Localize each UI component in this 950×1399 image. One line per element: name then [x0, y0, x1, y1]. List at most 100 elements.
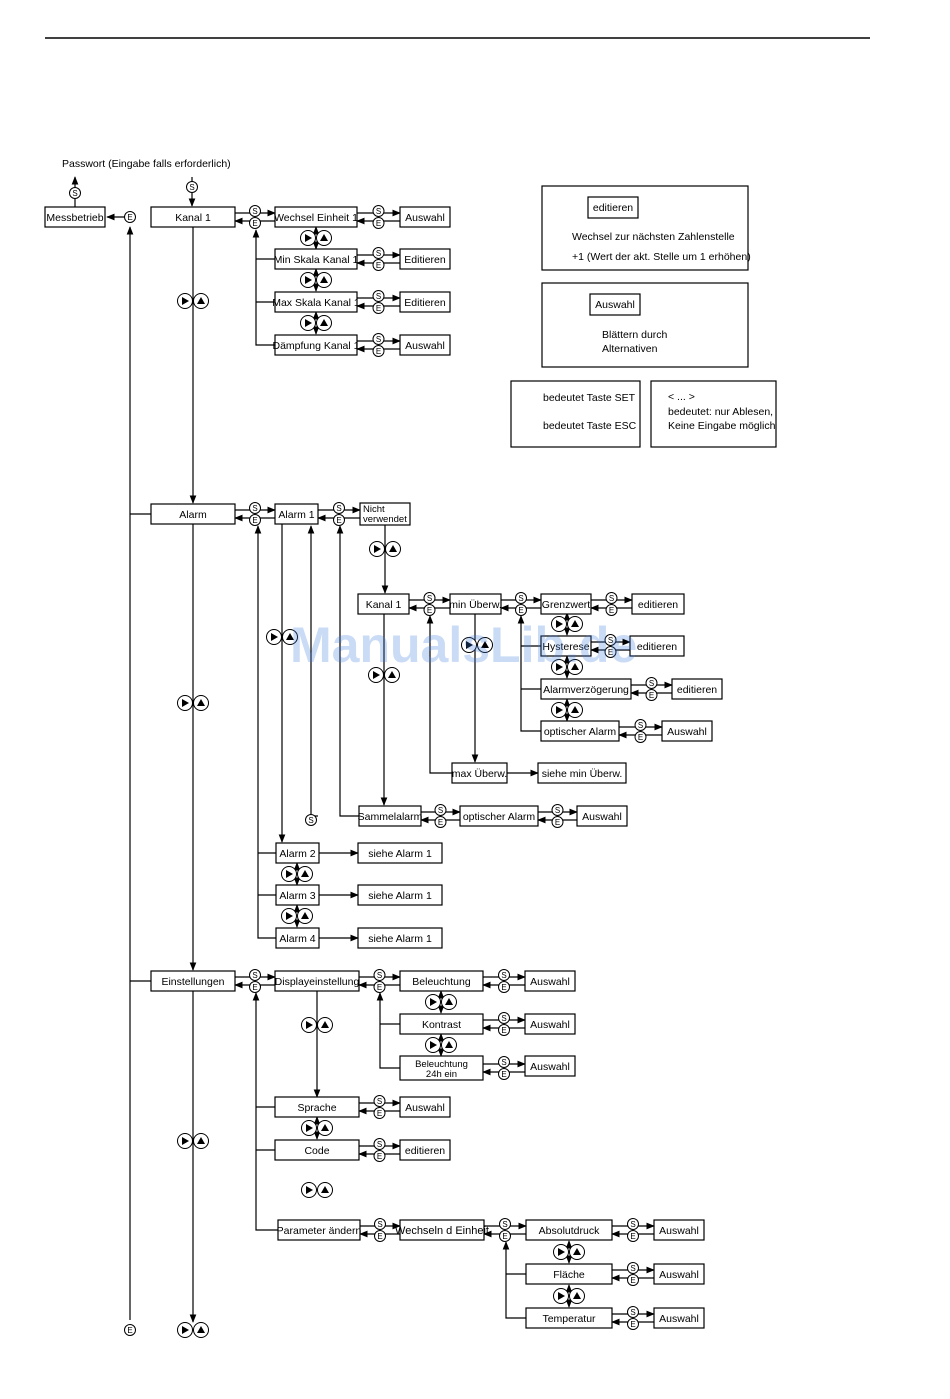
auswahl-box — [653, 1219, 705, 1241]
esc-key-icon-letter: E — [630, 1320, 635, 1329]
esc-key-icon-letter: E — [377, 983, 382, 992]
esc-key-icon — [372, 345, 385, 357]
parameter-aendern-box — [277, 1219, 361, 1241]
auswahl-label: Auswahl — [659, 1313, 699, 1325]
min-skala-box — [274, 248, 358, 270]
esc-key-icon — [124, 1324, 136, 1336]
set-key-icon-letter: S — [630, 1308, 635, 1317]
legend-readonly-3: Keine Eingabe möglich — [668, 420, 776, 432]
set-key-icon — [69, 187, 81, 199]
temperatur-box — [525, 1307, 613, 1329]
optischer-alarm-label: optischer Alarm — [544, 726, 617, 738]
kanal1-box — [150, 206, 236, 228]
esc-key-icon-letter: E — [377, 1232, 382, 1241]
legend-key-esc: bedeutet Taste ESC — [543, 420, 637, 432]
auswahl-label: Auswahl — [405, 340, 445, 352]
beleuchtung24h-label-1: Beleuchtung — [415, 1059, 468, 1070]
set-key-icon-letter: S — [376, 292, 381, 301]
next-digit-icon-glyph — [286, 870, 293, 878]
alarm-kanal1-label: Kanal 1 — [366, 599, 402, 611]
auswahl-box — [576, 805, 628, 827]
legend-keys-box — [510, 380, 641, 448]
daempfung-label: Dämpfung Kanal 1 — [273, 340, 360, 352]
legend-edit-line2: +1 (Wert der akt. Stelle um 1 erhöhen) — [572, 251, 751, 263]
set-key-icon — [373, 1138, 386, 1150]
esc-key-icon-letter: E — [376, 304, 381, 313]
display-return — [376, 992, 400, 1069]
auswahl-box — [661, 720, 713, 742]
alarm1-box — [274, 503, 319, 525]
set-key-icon — [645, 677, 658, 689]
auswahl-label: Auswahl — [582, 811, 622, 823]
editieren-label: editieren — [405, 1145, 445, 1157]
editieren-box — [631, 593, 685, 615]
esc-key-icon-letter: E — [518, 606, 523, 615]
auswahl-label: Auswahl — [405, 1102, 445, 1114]
set-key-icon-letter: S — [501, 971, 506, 980]
editieren-label: Editieren — [404, 254, 446, 266]
legend-edit-box — [541, 185, 749, 271]
sprache-box — [274, 1096, 360, 1118]
set-key-icon — [551, 804, 564, 816]
alarm-box — [150, 503, 236, 525]
increment-icon-glyph — [197, 1137, 205, 1144]
esc-key-icon — [434, 816, 447, 828]
legend-select-box — [541, 282, 749, 368]
set-key-icon-letter: S — [189, 183, 194, 192]
einstellungen-box — [150, 970, 236, 992]
nicht-verwendet-label-2: verwendet — [363, 514, 407, 525]
set-key-icon — [498, 1012, 510, 1024]
esc-key-icon-letter: E — [501, 983, 506, 992]
esc-key-icon-letter: E — [127, 1326, 132, 1335]
esc-key-icon — [498, 1068, 510, 1080]
alarm1-label: Alarm 1 — [278, 509, 314, 521]
set-key-icon-letter: S — [502, 1220, 507, 1229]
alarm2-box — [275, 842, 320, 864]
auswahl-box — [399, 1096, 451, 1118]
alarmverzoegerung-label: Alarmverzögerung — [543, 684, 629, 696]
legend-readonly-box — [650, 380, 777, 448]
alarm-return — [254, 525, 276, 939]
esc-key-icon-letter: E — [638, 733, 643, 742]
set-key-icon-letter: S — [377, 1097, 382, 1106]
legend-edit-title-box — [587, 196, 639, 219]
legend-key-set: bedeutet Taste SET — [543, 392, 636, 404]
next-digit-icon-glyph — [306, 1021, 313, 1029]
esc-key-icon-letter: E — [555, 818, 560, 827]
sammelalarm-box — [358, 805, 422, 827]
auswahl-box — [524, 1013, 576, 1035]
increment-icon-glyph — [321, 1021, 329, 1028]
set-key-icon-letter: S — [336, 504, 341, 513]
next-digit-icon-glyph — [182, 297, 189, 305]
auswahl-label: Auswahl — [530, 1061, 570, 1073]
grenzwert-return — [517, 615, 541, 732]
kontrast-box — [399, 1013, 484, 1035]
auswahl-label: Auswahl — [405, 212, 445, 224]
esc-key-icon-letter: E — [501, 1026, 506, 1035]
increment-icon-glyph — [573, 1292, 581, 1299]
siehe-alarm1-label: siehe Alarm 1 — [368, 933, 432, 945]
auswahl-label: Auswahl — [659, 1269, 699, 1281]
alarm2-label: Alarm 2 — [279, 848, 315, 860]
set-key-icon-letter: S — [518, 594, 523, 603]
legend-select-title-box — [589, 293, 641, 316]
max-skala-box — [274, 291, 358, 313]
editieren-label: editieren — [637, 641, 677, 653]
set-key-icon-letter: S — [649, 679, 654, 688]
increment-icon-glyph — [301, 870, 309, 877]
next-digit-icon-glyph — [558, 1292, 565, 1300]
sprache-label: Sprache — [297, 1102, 336, 1114]
displayeinstellung-label: Displayeinstellung — [275, 976, 360, 988]
increment-icon-glyph — [197, 699, 205, 706]
optischer-alarm-box — [540, 720, 620, 742]
min-skala-label: Min Skala Kanal 1 — [274, 254, 359, 266]
esc-key-icon-letter: E — [502, 1232, 507, 1241]
increment-icon-glyph — [571, 620, 579, 627]
esc-key-icon — [627, 1318, 639, 1330]
set-key-icon — [434, 804, 447, 816]
esc-key-icon — [515, 604, 527, 616]
editieren-box — [399, 1139, 451, 1161]
next-digit-icon-glyph — [305, 276, 312, 284]
esc-key-icon — [249, 217, 261, 229]
set-key-icon-letter: S — [630, 1220, 635, 1229]
